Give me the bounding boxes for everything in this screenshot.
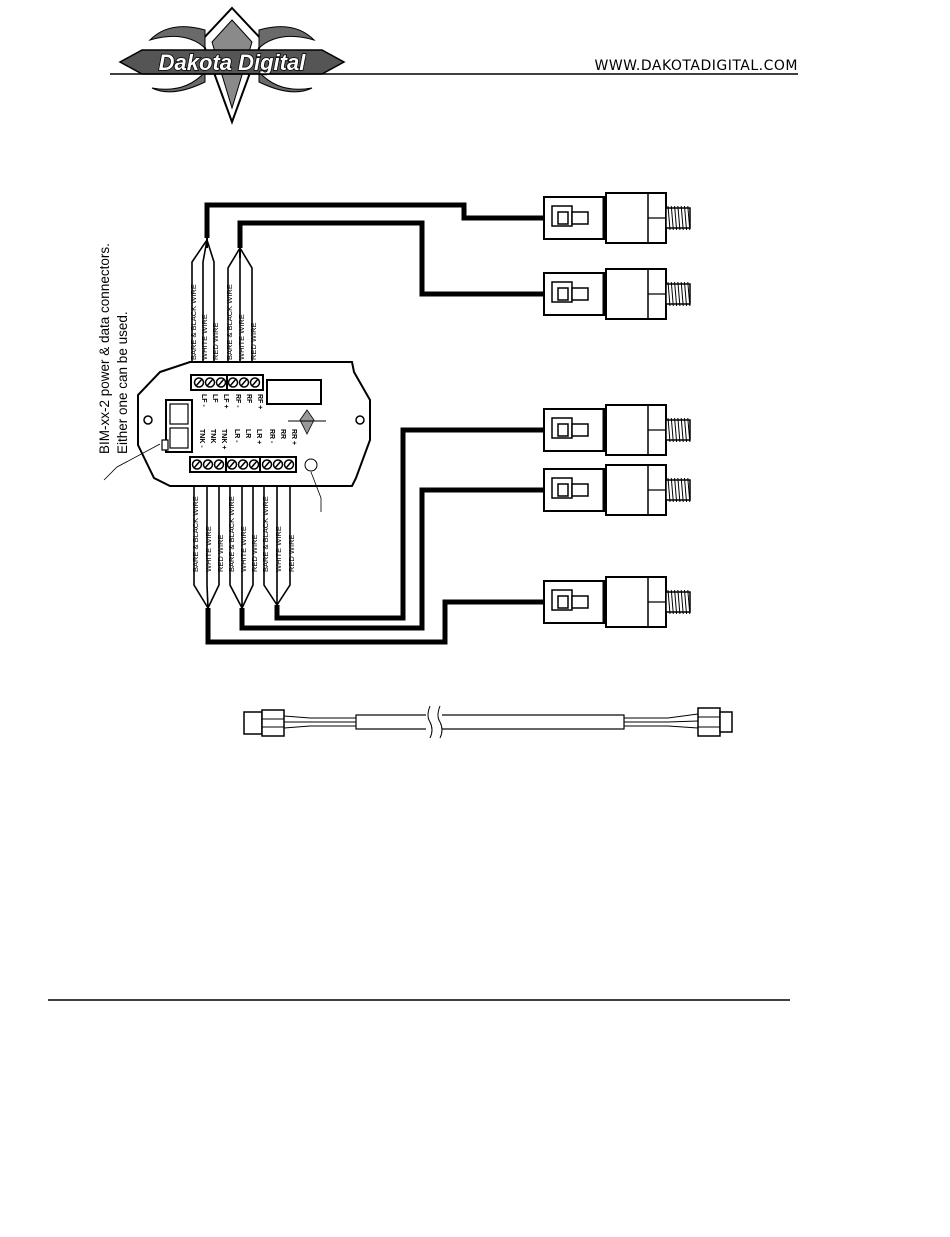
terminal-label-tnk-neg: TNK - (198, 429, 205, 448)
terminal-strip-top (190, 374, 264, 391)
wire-bundles (191, 239, 291, 609)
terminal-label-lr-neg: LR - (233, 429, 240, 443)
tpms-sensor (543, 268, 691, 320)
tpms-sensor (543, 576, 691, 628)
note-line-2: Either one can be used. (115, 311, 130, 454)
terminal-screw[interactable] (249, 377, 261, 388)
wire-label-white: WHITE WIRE (239, 526, 248, 572)
terminal-label-rr-pos: RR + (290, 429, 297, 445)
tpms-sensor (543, 192, 691, 244)
wire-label-bare: BARE & BLACK WIRE (225, 284, 234, 360)
terminal-screw[interactable] (272, 459, 284, 470)
terminal-screw[interactable] (227, 377, 239, 388)
terminal-strip-bottom (189, 456, 297, 473)
terminal-screw[interactable] (193, 377, 205, 388)
wire-label-red: RED WIRE (249, 323, 258, 361)
wire-label-red: RED WIRE (250, 535, 259, 573)
wire-label-red: RED WIRE (287, 535, 296, 573)
header: Dakota Digital WWW.DAKOTADIGITAL.COM (110, 6, 798, 125)
terminal-screw[interactable] (283, 459, 295, 470)
terminal-screw[interactable] (248, 459, 260, 470)
wire-label-white: WHITE WIRE (237, 314, 246, 360)
wire-label-bare: BARE & BLACK WIRE (191, 496, 200, 572)
harness-plug-left[interactable] (243, 709, 285, 737)
wire-labels-top: BARE & BLACK WIRE WHITE WIRE RED WIRE BA… (189, 284, 258, 360)
terminal-label-lf-neg: LF - (200, 394, 207, 407)
terminal-screw[interactable] (215, 377, 227, 388)
bim-module: LF - LF LF + RF - RF RF + TNK - TNK T (137, 361, 371, 487)
wire-label-red: RED WIRE (216, 535, 225, 573)
module-logo-icon (299, 409, 315, 435)
note-line-1: BIM-xx-2 power & data connectors. (97, 243, 112, 454)
wire-label-bare: BARE & BLACK WIRE (227, 496, 236, 572)
tpms-sensor (543, 404, 691, 456)
wire-label-white: WHITE WIRE (204, 526, 213, 572)
terminal-label-tnk: TNK (209, 429, 216, 443)
terminal-label-rr-neg: RR - (268, 429, 275, 444)
terminal-label-lr-pos: LR + (255, 429, 262, 444)
display-window (266, 379, 322, 405)
terminal-screw[interactable] (237, 459, 249, 470)
terminal-labels-bottom: TNK - TNK TNK + LR - LR LR + RR - RR RR … (198, 429, 297, 449)
leader-lines (103, 443, 322, 512)
wire-label-white: WHITE WIRE (200, 314, 209, 360)
terminal-screw[interactable] (213, 459, 225, 470)
terminal-label-lr: LR (244, 429, 251, 438)
terminal-label-rr: RR (279, 429, 286, 439)
wire-runs (204, 202, 544, 645)
wire-label-red: RED WIRE (211, 323, 220, 361)
terminal-label-rf: RF (245, 394, 252, 404)
mounting-hole (355, 415, 365, 425)
wire-label-bare: BARE & BLACK WIRE (189, 284, 198, 360)
cable-jacket (355, 714, 625, 730)
tpms-sensor (543, 464, 691, 516)
terminal-screw[interactable] (226, 459, 238, 470)
brand-name: Dakota Digital (159, 50, 307, 75)
wire-label-bare: BARE & BLACK WIRE (261, 496, 270, 572)
terminal-label-rf-pos: RF + (256, 394, 263, 409)
power-data-connector[interactable] (161, 399, 193, 453)
terminal-screw[interactable] (261, 459, 273, 470)
terminal-labels-top: LF - LF LF + RF - RF RF + (200, 394, 263, 409)
website-url: WWW.DAKOTADIGITAL.COM (594, 58, 798, 74)
wire-label-white: WHITE WIRE (274, 526, 283, 572)
terminal-screw[interactable] (191, 459, 203, 470)
terminal-label-rf-neg: RF - (234, 394, 241, 408)
terminal-label-lf-pos: LF + (222, 394, 229, 409)
mounting-hole (143, 415, 153, 425)
connector-note: BIM-xx-2 power & data connectors. Either… (97, 243, 130, 454)
harness-plug-right[interactable] (697, 707, 733, 737)
wire-labels-bottom: BARE & BLACK WIRE WHITE WIRE RED WIRE BA… (191, 496, 296, 572)
terminal-label-lf: LF (211, 394, 218, 403)
terminal-label-tnk-pos: TNK + (220, 429, 227, 449)
terminal-screw[interactable] (238, 377, 250, 388)
terminal-screw[interactable] (202, 459, 214, 470)
sensor-group (543, 192, 691, 628)
terminal-screw[interactable] (204, 377, 216, 388)
status-led (304, 458, 318, 472)
harness-cable (243, 705, 733, 739)
